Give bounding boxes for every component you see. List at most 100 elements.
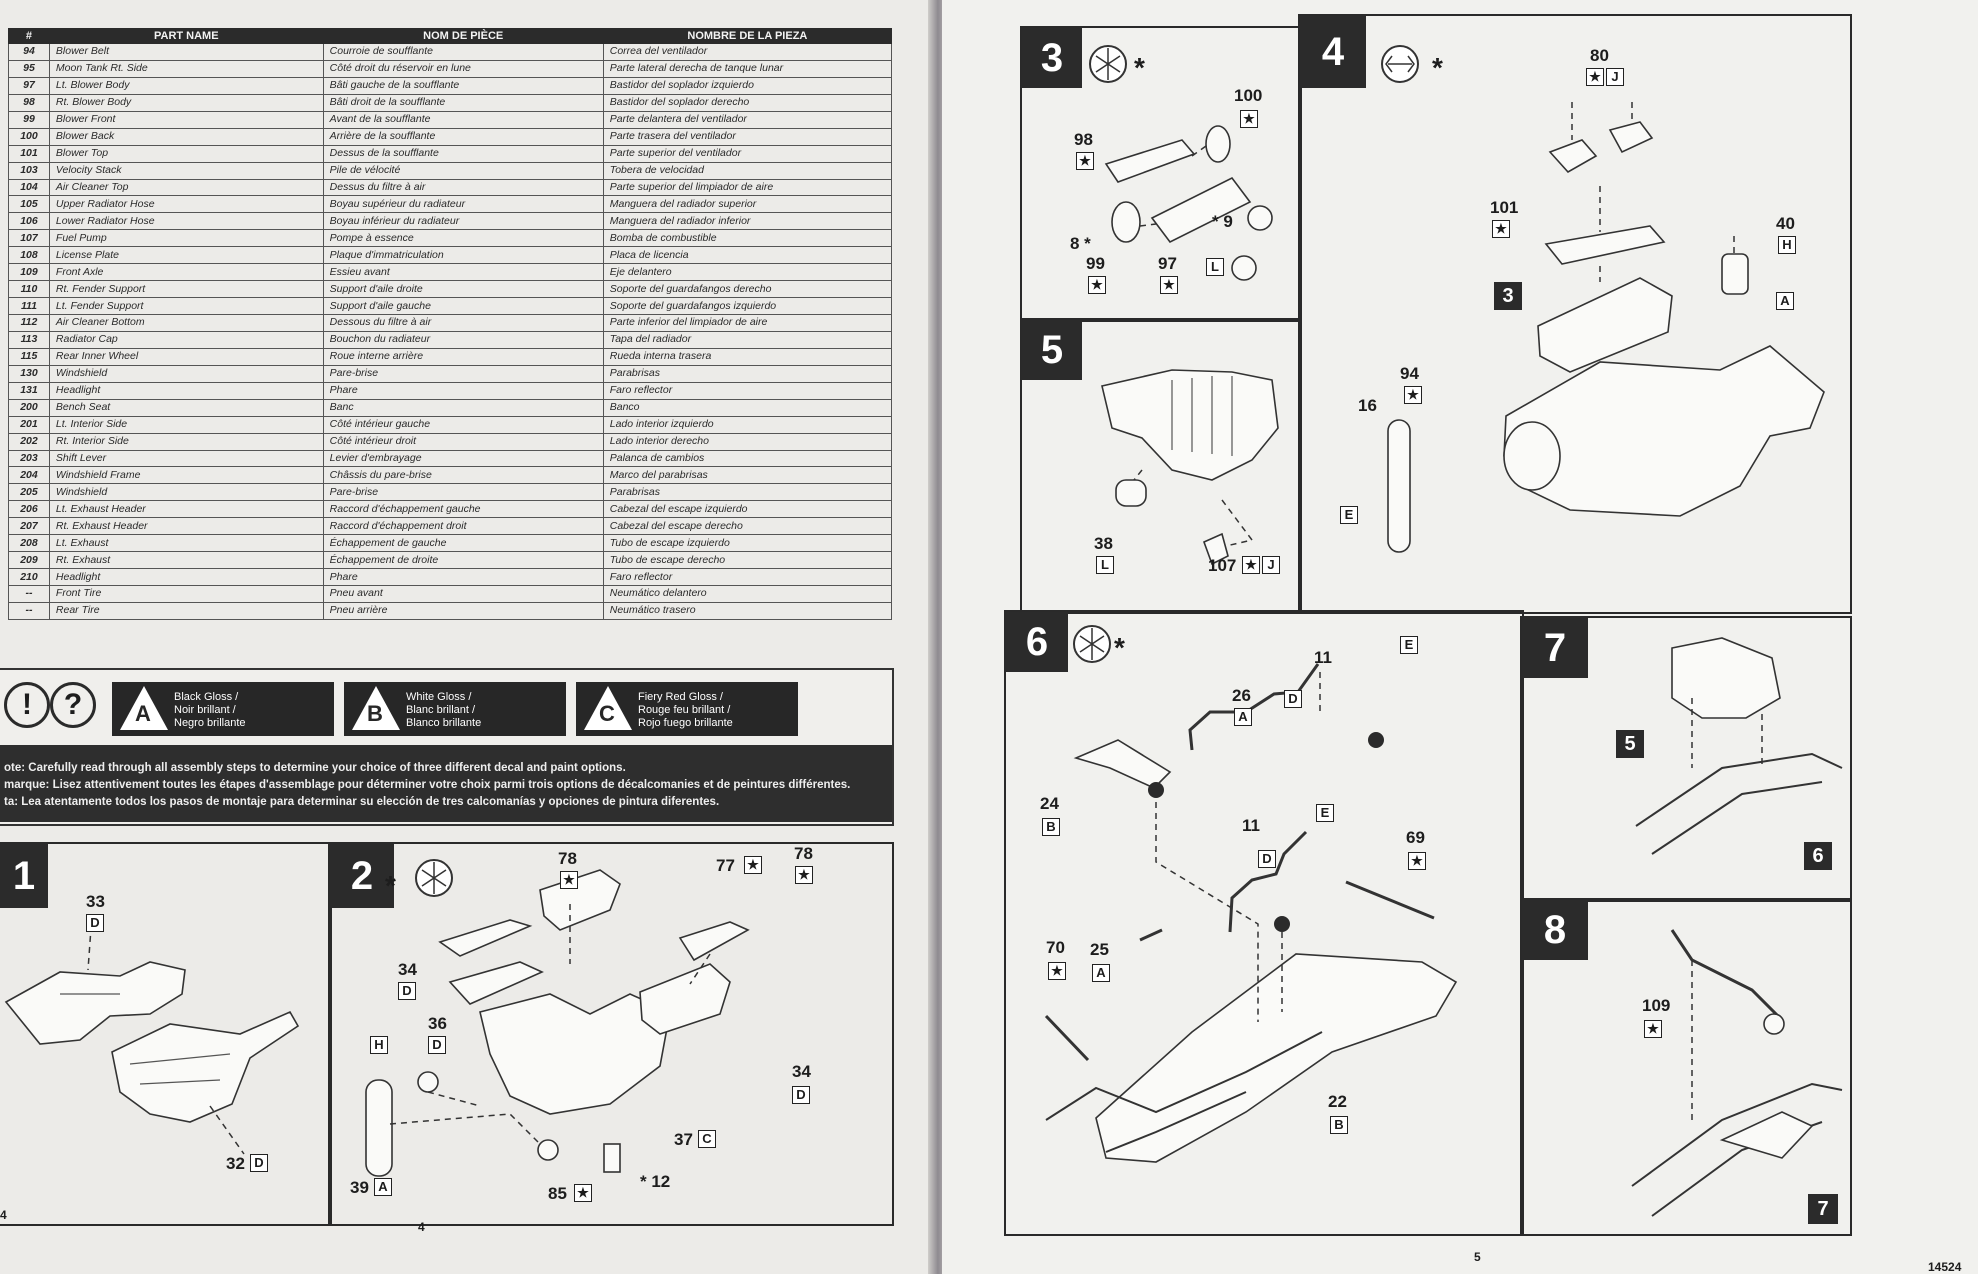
callout-100: 100 [1234, 86, 1263, 105]
box-l: L [1206, 258, 1224, 276]
nom-de-piece: Avant de la soufflante [322, 110, 604, 129]
part-number: 210 [8, 568, 50, 586]
callout-11: 11 [1242, 816, 1260, 835]
part-name: Rear Inner Wheel [48, 347, 324, 366]
part-number: 101 [8, 144, 50, 163]
nombre-de-pieza: Eje delantero [602, 263, 893, 282]
part-number: 207 [8, 517, 50, 536]
part-number: 108 [8, 246, 50, 265]
star-box: ★ [1240, 110, 1258, 128]
box-d: D [1284, 690, 1302, 708]
nom-de-piece: Échappement de gauche [322, 534, 604, 553]
parts-table: # PART NAME NOM DE PIÈCE NOMBRE DE LA PI… [8, 28, 893, 620]
part-number: 130 [8, 364, 50, 383]
right-page: 3 * 100 ★ 98 ★ 8 * * 9 99 ★ 97 ★ L 4 [942, 0, 1978, 1274]
part-name: Lower Radiator Hose [48, 212, 324, 231]
part-number: 94 [8, 43, 50, 61]
part-number: 107 [8, 229, 50, 248]
callout-34: 34 [398, 960, 417, 979]
nombre-de-pieza: Lado interior izquierdo [602, 415, 893, 434]
box-a: A [1234, 708, 1252, 726]
callout-98: 98 [1074, 130, 1093, 149]
step-3-drawing [1089, 45, 1273, 281]
nom-de-piece: Support d'aile droite [322, 280, 604, 299]
nom-de-piece: Pompe à essence [322, 229, 604, 248]
nombre-de-pieza: Parte trasera del ventilador [602, 127, 893, 146]
paint-c-en: Fiery Red Gloss / [638, 691, 723, 703]
callout-99: 99 [1086, 254, 1105, 273]
step-8-number: 8 [1522, 900, 1588, 960]
nom-de-piece: Dessus du filtre à air [322, 178, 604, 197]
callout-34: 34 [792, 1062, 811, 1081]
nombre-de-pieza: Parte lateral derecha de tanque lunar [602, 59, 893, 78]
callout-85: 85 [548, 1184, 567, 1203]
paint-a-es: Negro brillante [174, 717, 246, 729]
callout-32: 32 [226, 1154, 245, 1173]
callout-26: 26 [1232, 686, 1251, 705]
callout-80: 80 [1590, 46, 1609, 65]
callout-107: 107 [1208, 556, 1237, 575]
part-number: 110 [8, 280, 50, 299]
box-h: H [370, 1036, 388, 1054]
callout-78: 78 [794, 844, 813, 863]
nom-de-piece: Pneu avant [322, 585, 604, 603]
nom-de-piece: Courroie de soufflante [322, 43, 604, 61]
col-part-name-header: PART NAME [48, 28, 324, 44]
nom-de-piece: Boyau supérieur du radiateur [322, 195, 604, 214]
nom-de-piece: Essieu avant [322, 263, 604, 282]
box-a: A [1776, 292, 1794, 310]
part-number: 98 [8, 93, 50, 112]
star-box: ★ [1242, 556, 1260, 574]
star-box: ★ [1048, 962, 1066, 980]
nombre-de-pieza: Palanca de cambios [602, 449, 893, 468]
box-j: J [1606, 68, 1624, 86]
col-nom-header: NOM DE PIÈCE [322, 28, 604, 44]
nom-de-piece: Côté intérieur gauche [322, 415, 604, 434]
part-name: Rt. Blower Body [48, 93, 324, 112]
callout-37: 37 [674, 1130, 693, 1149]
nombre-de-pieza: Bastidor del soplador derecho [602, 93, 893, 112]
nombre-de-pieza: Marco del parabrisas [602, 466, 893, 485]
part-name: Fuel Pump [48, 229, 324, 248]
nombre-de-pieza: Rueda interna trasera [602, 347, 893, 366]
part-number: 105 [8, 195, 50, 214]
page-number-right: 5 [1474, 1250, 1481, 1264]
step-7-number: 7 [1522, 618, 1588, 678]
nom-de-piece: Côté intérieur droit [322, 432, 604, 451]
part-number: 205 [8, 483, 50, 502]
nom-de-piece: Pare-brise [322, 364, 604, 383]
step-2-number: 2 [330, 844, 394, 908]
part-name: Windshield [48, 483, 324, 502]
step-3-frame: 3 * 100 ★ 98 ★ 8 * * 9 99 ★ 97 ★ L [1020, 26, 1302, 322]
nombre-de-pieza: Manguera del radiador superior [602, 195, 893, 214]
note-es: ta: Lea atentamente todos los pasos de m… [4, 796, 720, 808]
note-fr: marque: Lisez attentivement toutes les é… [4, 779, 851, 791]
step-1-number: 1 [0, 844, 48, 908]
callout-22: 22 [1328, 1092, 1347, 1111]
nombre-de-pieza: Soporte del guardafangos izquierdo [602, 297, 893, 315]
star-box: ★ [1160, 276, 1178, 294]
nombre-de-pieza: Neumático delantero [602, 585, 893, 603]
paint-swatch-b: B White Gloss / Blanc brillant / Blanco … [344, 682, 566, 736]
part-name: Windshield Frame [48, 466, 324, 485]
part-name: Blower Front [48, 110, 324, 129]
nom-de-piece: Châssis du pare-brise [322, 466, 604, 485]
part-name: Blower Top [48, 144, 324, 163]
